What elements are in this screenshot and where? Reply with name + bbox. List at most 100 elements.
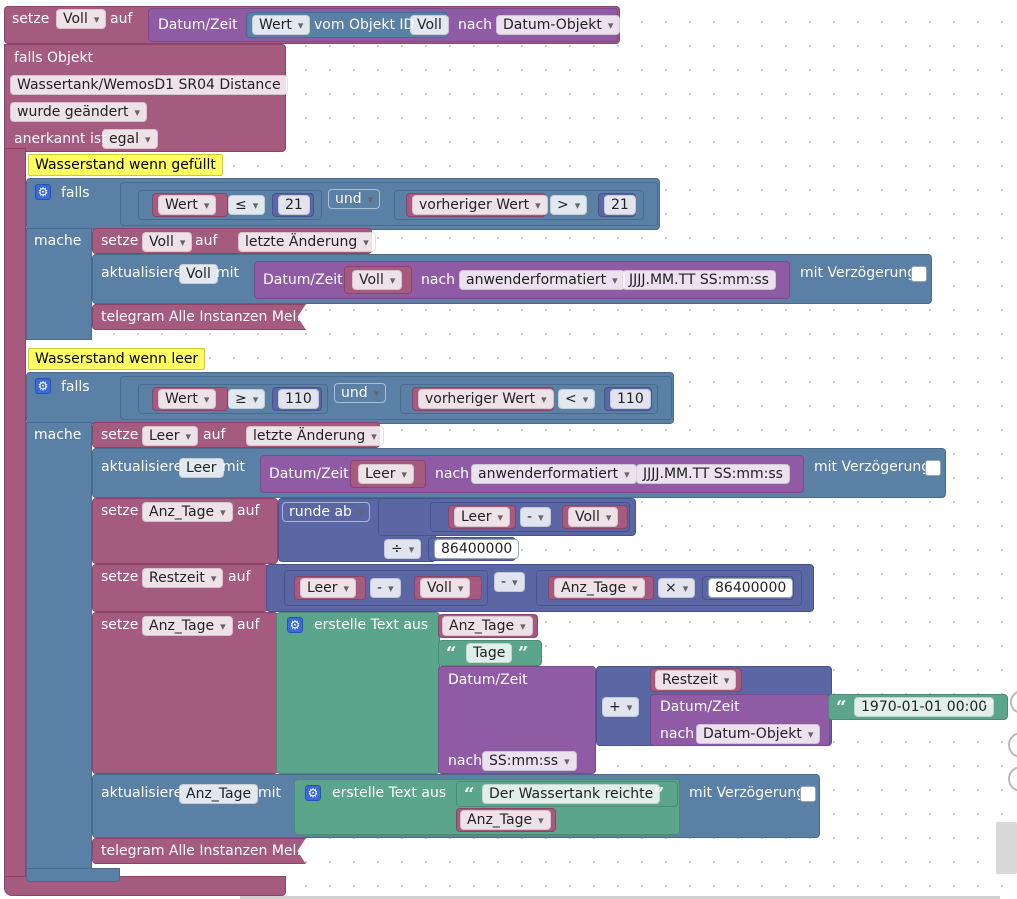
zoom-reset-icon[interactable] bbox=[1010, 690, 1017, 714]
block-telegram-1[interactable] bbox=[92, 304, 306, 330]
gear-icon[interactable]: ⚙ bbox=[35, 184, 51, 200]
op-lt-dropdown[interactable]: < bbox=[558, 389, 596, 409]
update-target-leer[interactable]: Leer bbox=[179, 458, 224, 478]
label-nach: nach bbox=[458, 17, 493, 33]
op-minus-dd-2[interactable]: - bbox=[370, 578, 401, 598]
op-gt-dropdown[interactable]: > bbox=[550, 195, 588, 215]
label-datum-zeit-4: Datum/Zeit bbox=[448, 672, 528, 688]
update-target-voll[interactable]: Voll bbox=[179, 264, 218, 284]
checkbox-icon[interactable] bbox=[925, 460, 941, 476]
format-text-2[interactable]: JJJJ.MM.TT SS:mm:ss bbox=[636, 464, 790, 484]
label-auf-4: auf bbox=[237, 503, 260, 519]
zoom-out-icon[interactable] bbox=[1008, 766, 1017, 792]
vorheriger-dropdown-1[interactable]: vorheriger Wert bbox=[412, 195, 548, 215]
num-ms-per-day-a[interactable]: 86400000 bbox=[434, 539, 520, 559]
var-restzeit-dd-2[interactable]: Restzeit bbox=[655, 670, 737, 690]
round-down-dd[interactable]: runde ab bbox=[282, 502, 371, 522]
vorheriger-dropdown-2[interactable]: vorheriger Wert bbox=[418, 389, 554, 409]
label-nach-4: nach bbox=[448, 753, 483, 769]
op-mul-dd[interactable]: × bbox=[658, 578, 696, 598]
and-dropdown-2[interactable]: und bbox=[334, 383, 387, 403]
text-reichte[interactable]: Der Wassertank reichte bbox=[482, 784, 661, 804]
label-mit-1: mit bbox=[216, 265, 240, 281]
comment-gefuellt[interactable]: Wasserstand wenn gefüllt bbox=[28, 154, 223, 176]
and-dropdown-1[interactable]: und bbox=[328, 189, 381, 209]
var-anz-tage-dd-5[interactable]: Anz_Tage bbox=[460, 810, 551, 830]
bottom-scrollbar[interactable] bbox=[240, 896, 1000, 899]
label-mit-3: mit bbox=[258, 785, 282, 801]
var-voll-dd-4[interactable]: Voll bbox=[568, 507, 619, 527]
text-epoch[interactable]: 1970-01-01 00:00 bbox=[854, 697, 995, 717]
var-restzeit-dd-1[interactable]: Restzeit bbox=[142, 568, 224, 588]
var-leer-dd-4[interactable]: Leer bbox=[300, 578, 357, 598]
wert-dropdown[interactable]: Wert bbox=[252, 15, 311, 35]
format-dd-2[interactable]: anwenderformatiert bbox=[471, 464, 637, 484]
object-id-field[interactable]: Wassertank/WemosD1 SR04 Distance bbox=[10, 75, 288, 95]
format-ssmmss-dd[interactable]: SS:mm:ss bbox=[482, 751, 577, 771]
update-target-anz-tage[interactable]: Anz_Tage bbox=[179, 784, 259, 804]
checkbox-icon[interactable] bbox=[800, 786, 816, 802]
label-erstelle-text-1: erstelle Text aus bbox=[314, 617, 429, 633]
op-plus-dd[interactable]: + bbox=[602, 697, 640, 717]
num-21-a[interactable]: 21 bbox=[278, 195, 310, 215]
num-110-b[interactable]: 110 bbox=[610, 389, 651, 409]
block-text-join-1[interactable] bbox=[276, 612, 440, 774]
label-mit-verzoegerung-2: mit Verzögerung bbox=[814, 459, 931, 475]
trash-icon[interactable] bbox=[996, 822, 1017, 874]
var-anz-tage-dd-1[interactable]: Anz_Tage bbox=[142, 502, 233, 522]
op-le-dropdown[interactable]: ≤ bbox=[228, 195, 266, 215]
var-voll-dd-5[interactable]: Voll bbox=[420, 578, 471, 598]
format-dd-1[interactable]: anwenderformatiert bbox=[459, 270, 625, 290]
label-setze-rest: setze bbox=[101, 569, 139, 585]
block-telegram-2[interactable] bbox=[92, 838, 306, 864]
var-anz-tage-dd-2[interactable]: Anz_Tage bbox=[554, 578, 645, 598]
num-21-b[interactable]: 21 bbox=[604, 195, 636, 215]
wert-dropdown-2[interactable]: Wert bbox=[158, 389, 217, 409]
ack-dropdown[interactable]: egal bbox=[102, 129, 158, 149]
num-110-a[interactable]: 110 bbox=[278, 389, 319, 409]
letzte-aenderung-dd-2[interactable]: letzte Änderung bbox=[246, 426, 384, 446]
checkbox-icon[interactable] bbox=[911, 266, 927, 282]
op-ge-dropdown[interactable]: ≥ bbox=[228, 389, 266, 409]
label-setze-leer: setze bbox=[101, 427, 139, 443]
var-leer-dd-2[interactable]: Leer bbox=[358, 464, 415, 484]
var-leer-dd-3[interactable]: Leer bbox=[454, 507, 511, 527]
quote-open-icon: “ bbox=[464, 784, 475, 805]
label-mache: mache bbox=[34, 233, 82, 249]
text-tage[interactable]: Tage bbox=[466, 643, 513, 663]
wert-dropdown-1[interactable]: Wert bbox=[158, 195, 217, 215]
op-minus-dd-1[interactable]: - bbox=[520, 507, 551, 527]
label-erstelle-text-2: erstelle Text aus bbox=[332, 785, 447, 801]
format-text-1[interactable]: JJJJ.MM.TT SS:mm:ss bbox=[622, 270, 776, 290]
zoom-in-icon[interactable] bbox=[1008, 732, 1017, 758]
num-ms-per-day-b[interactable]: 86400000 bbox=[708, 578, 794, 598]
var-anz-tage-dd-3[interactable]: Anz_Tage bbox=[142, 616, 233, 636]
gear-icon[interactable]: ⚙ bbox=[287, 617, 303, 633]
gear-icon[interactable]: ⚙ bbox=[35, 378, 51, 394]
var-anz-tage-dd-4[interactable]: Anz_Tage bbox=[442, 616, 533, 636]
label-telegram-2: telegram Alle Instanzen Mel... bbox=[101, 843, 310, 859]
label-aktualisiere-1: aktualisiere bbox=[101, 265, 183, 281]
letzte-aenderung-dd-1[interactable]: letzte Änderung bbox=[238, 232, 376, 252]
label-auf: auf bbox=[110, 11, 133, 27]
var-voll-dd-3[interactable]: Voll bbox=[352, 270, 403, 290]
label-mit-verzoegerung-3: mit Verzögerung bbox=[689, 785, 806, 801]
comment-leer[interactable]: Wasserstand wenn leer bbox=[28, 348, 206, 370]
op-minus-dd-3[interactable]: - bbox=[494, 572, 525, 592]
datum-objekt-dropdown[interactable]: Datum-Objekt bbox=[496, 15, 621, 35]
block-set-anz-tage-2[interactable] bbox=[92, 612, 278, 774]
op-div-dd[interactable]: ÷ bbox=[384, 539, 422, 559]
var-voll-dd-2[interactable]: Voll bbox=[142, 232, 193, 252]
label-falls-2: falls bbox=[61, 379, 90, 395]
objekt-id-var-voll[interactable]: Voll bbox=[410, 15, 449, 35]
quote-close-icon: ” bbox=[518, 643, 529, 664]
var-leer-dd-1[interactable]: Leer bbox=[142, 426, 199, 446]
gear-icon[interactable]: ⚙ bbox=[305, 785, 321, 801]
var-voll-dropdown[interactable]: Voll bbox=[56, 9, 107, 29]
quote-open-icon: “ bbox=[446, 643, 457, 664]
datum-objekt-dd-2[interactable]: Datum-Objekt bbox=[696, 724, 821, 744]
trigger-type-dropdown[interactable]: wurde geändert bbox=[10, 102, 148, 122]
label-auf-5: auf bbox=[228, 569, 251, 585]
label-aktualisiere-2: aktualisiere bbox=[101, 459, 183, 475]
quote-open-icon: “ bbox=[836, 697, 847, 718]
